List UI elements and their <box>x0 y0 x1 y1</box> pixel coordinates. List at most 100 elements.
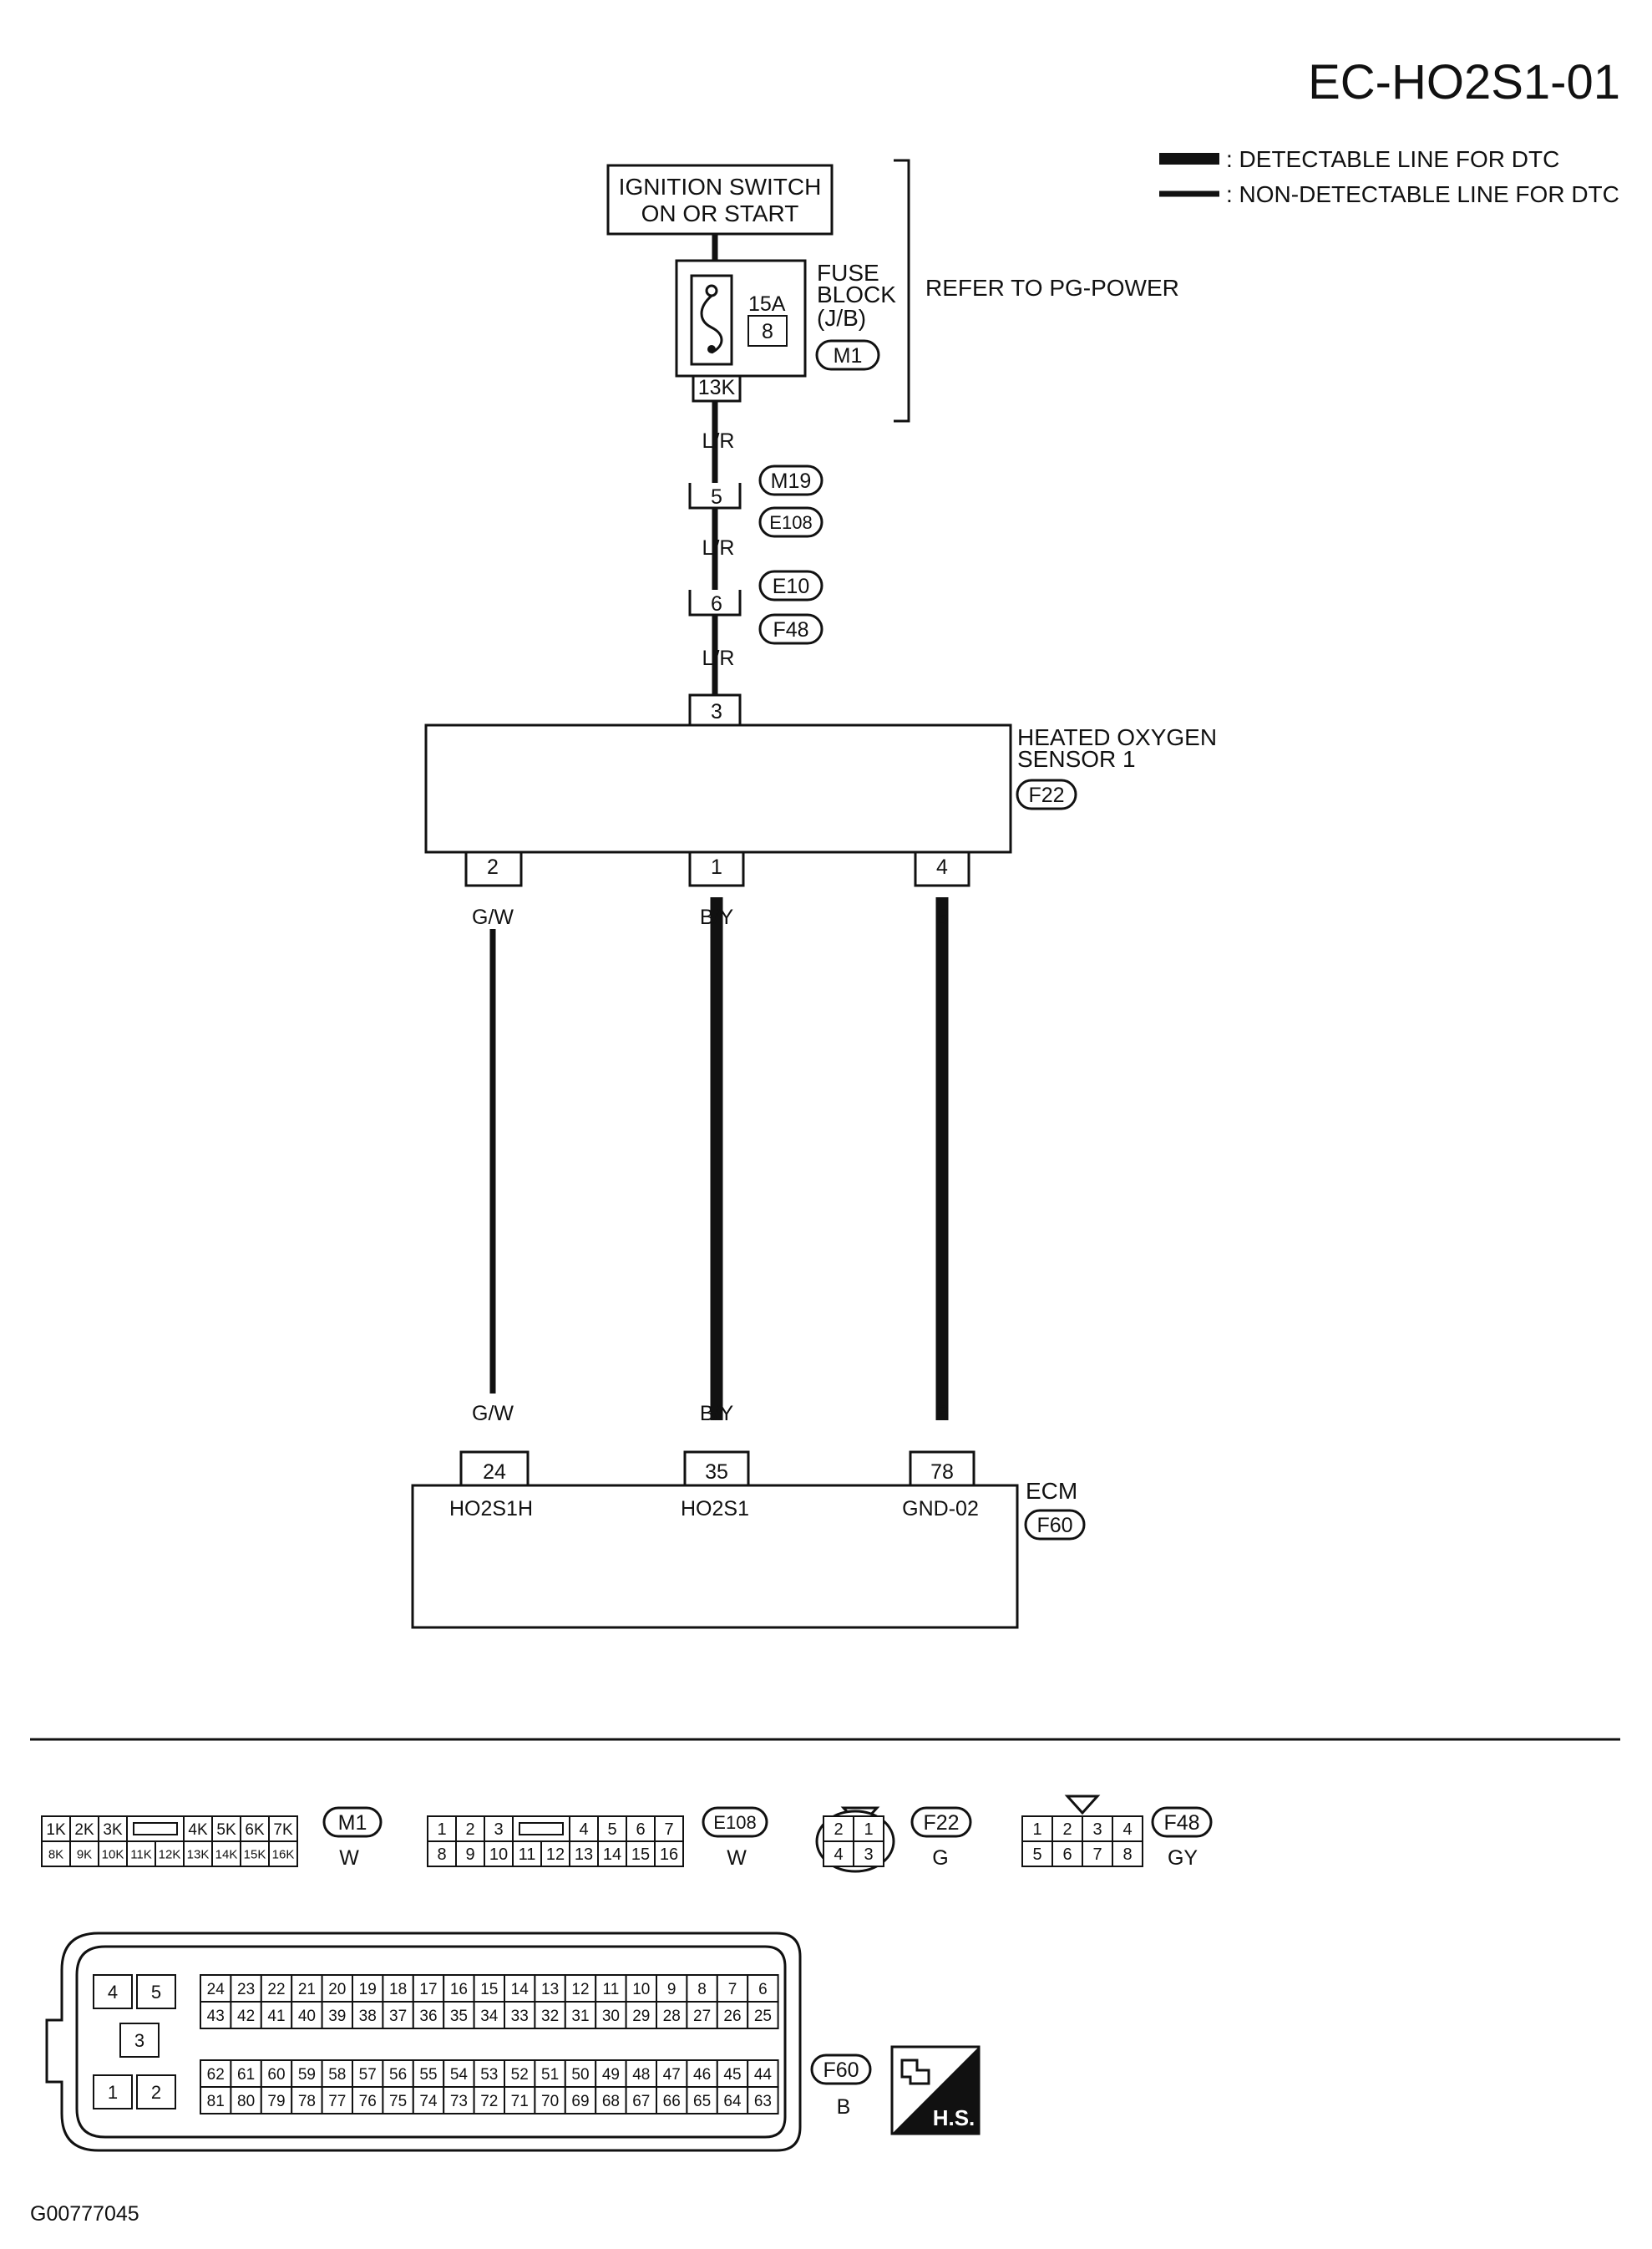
sensor-box <box>424 723 1012 854</box>
f60-pin-69: 69 <box>571 2093 589 2110</box>
f60-pin-32-cell <box>534 2001 566 2029</box>
e108-pin-3: 3 <box>494 1820 503 1839</box>
m1-pin-2K: 2K <box>74 1821 94 1839</box>
e108-pin-7-cell <box>654 1815 684 1842</box>
f60-pin-34-cell <box>473 2001 505 2029</box>
e108-latch <box>519 1822 564 1835</box>
f22-pin-2: 2 <box>834 1820 843 1839</box>
f60-pin-1: 1 <box>108 2082 118 2103</box>
e108-pin-14-cell <box>597 1840 627 1867</box>
m1-pin-2K-cell <box>69 1815 99 1842</box>
sensor-pin-4-box <box>914 852 970 887</box>
m1-pin-8K: 8K <box>48 1847 63 1861</box>
f60-pin-75-cell <box>382 2086 414 2114</box>
f60-pin-10: 10 <box>632 1981 650 1998</box>
joint2-tag-b <box>758 613 823 645</box>
f60-pin-4-cell <box>93 1974 133 2009</box>
e108-pin-8: 8 <box>437 1845 446 1864</box>
f48-pin-7: 7 <box>1092 1845 1102 1864</box>
m1-pin-11K-cell <box>126 1840 156 1867</box>
f60-pin-77: 77 <box>328 2093 346 2110</box>
f60-pin-70: 70 <box>541 2093 559 2110</box>
f60-pin-25: 25 <box>754 2008 772 2025</box>
m1-pin-7K: 7K <box>273 1821 293 1839</box>
f48-color: GY <box>1168 1846 1198 1870</box>
sensor-top-pin: 3 <box>711 700 722 723</box>
f60-pin-21: 21 <box>298 1981 316 1998</box>
refer-bracket <box>894 159 910 423</box>
e108-pin-4: 4 <box>579 1820 588 1839</box>
f60-pin-44: 44 <box>754 2066 773 2084</box>
f48-pin-5-cell <box>1021 1840 1053 1867</box>
e108-pin-16-cell <box>654 1840 684 1867</box>
sensor-pin-4: 4 <box>936 855 948 879</box>
ecm-connector-tag <box>1024 1509 1086 1541</box>
ecm-pin-24: 24 <box>483 1460 506 1484</box>
f60-pin-48: 48 <box>632 2066 650 2084</box>
f60-pin-54: 54 <box>450 2066 469 2084</box>
f60-pin-69-cell <box>564 2086 597 2114</box>
m1-pin-5K-cell <box>211 1815 241 1842</box>
e108-pin-16: 16 <box>660 1845 678 1864</box>
f60-pin-20-cell <box>321 1974 354 2003</box>
f60-pin-57-cell <box>352 2059 384 2088</box>
joint-connector-2: 6 E10 F48 <box>688 570 823 645</box>
m1-tag <box>322 1806 383 1838</box>
f60-pin-49: 49 <box>602 2066 620 2084</box>
f60-pin-36: 36 <box>419 2008 437 2025</box>
f60-pin-53-cell <box>473 2059 505 2088</box>
f60-pin-12: 12 <box>571 1981 589 1998</box>
wire-label-b-bottom: B <box>935 1402 950 1425</box>
m1-pin-7K-cell <box>268 1815 298 1842</box>
f60-pin-78-cell <box>291 2086 323 2114</box>
joint1-conn-a: M19 <box>771 470 812 493</box>
f60-pin-59: 59 <box>298 2066 316 2084</box>
f60-pin-30: 30 <box>602 2008 620 2025</box>
f60-pin-11-cell <box>595 1974 627 2003</box>
fuse-amps: 15A <box>748 292 786 316</box>
f60-pin-46: 46 <box>693 2066 711 2084</box>
m1-pin-13K: 13K <box>187 1847 210 1861</box>
figure-id: G00777045 <box>30 2202 139 2226</box>
wire-label-by-bottom: B/Y <box>700 1402 734 1425</box>
f60-inner-housing <box>75 1945 787 2139</box>
f60-pin-19: 19 <box>359 1981 377 1998</box>
wire-label-gw-bottom: G/W <box>472 1402 514 1425</box>
m1-pin-15K: 15K <box>244 1847 266 1861</box>
f60-pin-74: 74 <box>419 2093 438 2110</box>
f60-pin-17: 17 <box>419 1981 437 1998</box>
f60-pin-42: 42 <box>237 2008 255 2025</box>
joint2-conn-b: F48 <box>773 618 808 642</box>
f60-pin-20: 20 <box>328 1981 346 1998</box>
e108-pin-7: 7 <box>664 1820 673 1839</box>
joint1-tag-a <box>758 465 823 496</box>
ecm-pin-35: 35 <box>705 1460 728 1484</box>
f60-pin-3: 3 <box>134 2030 144 2051</box>
e108-pin-13: 13 <box>575 1845 593 1864</box>
f60-pin-8: 8 <box>697 1981 707 1998</box>
e108-pin-10: 10 <box>489 1845 508 1864</box>
f60-pin-81: 81 <box>207 2093 225 2110</box>
f60-pin-16: 16 <box>450 1981 468 1998</box>
f60-pin-23: 23 <box>237 1981 255 1998</box>
f60-pin-65: 65 <box>693 2093 711 2110</box>
wire-label-lr-1: L/R <box>702 429 735 453</box>
e108-pin-2: 2 <box>465 1820 474 1839</box>
e108-pin-15: 15 <box>631 1845 650 1864</box>
fuse-number-box <box>747 315 788 347</box>
m1-pin-12K-cell <box>155 1840 185 1867</box>
m1-pin-11K: 11K <box>130 1847 152 1861</box>
m1-color: W <box>339 1846 359 1870</box>
f22-pin-4-cell <box>823 1840 854 1867</box>
wire-label-gw-top: G/W <box>472 906 514 929</box>
fuse-holder <box>690 274 733 366</box>
f48-pin-6: 6 <box>1062 1845 1072 1864</box>
f60-pin-72: 72 <box>480 2093 498 2110</box>
